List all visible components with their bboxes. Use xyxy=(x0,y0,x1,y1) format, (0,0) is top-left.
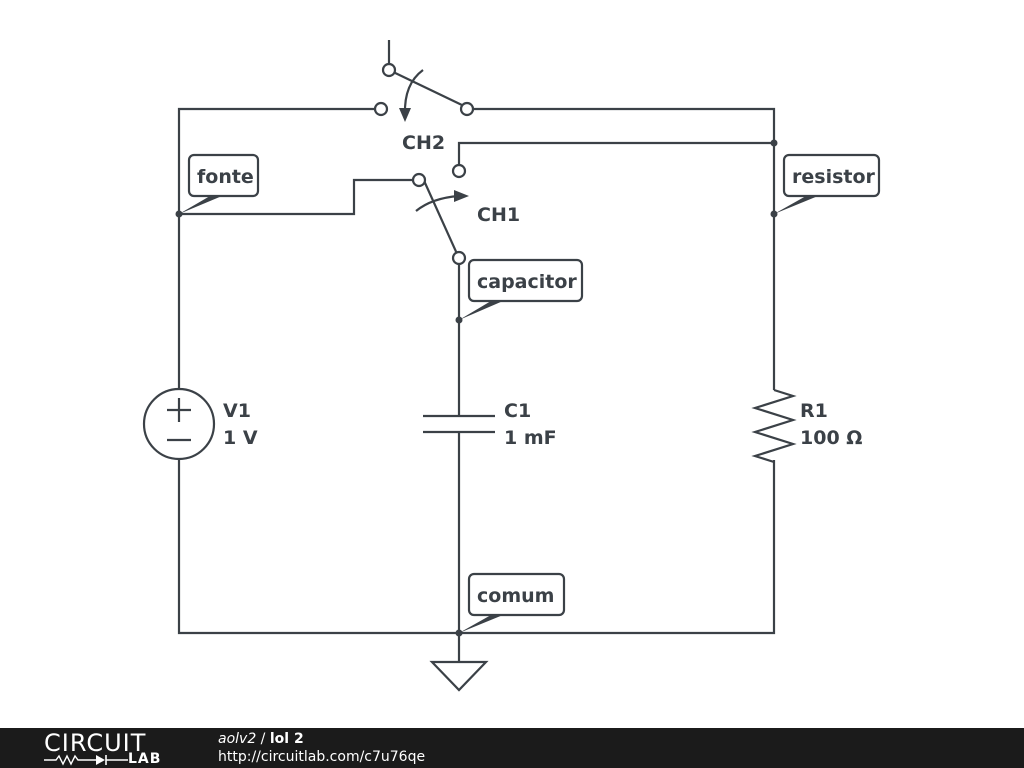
net-label-text: capacitor xyxy=(477,271,577,293)
tag-box xyxy=(187,153,260,198)
tag-pointer xyxy=(459,615,503,633)
ch1-terminal-common xyxy=(411,172,427,188)
circuit-url[interactable]: http://circuitlab.com/c7u76qe xyxy=(218,749,426,765)
net-label-comum: comum xyxy=(459,572,566,633)
author-name[interactable]: aolv2 xyxy=(218,731,257,747)
ch1-blade xyxy=(419,173,460,257)
wire-fonte-ch1 xyxy=(179,178,419,216)
circuit-meta: aolv2 / lol 2 http://circuitlab.com/c7u7… xyxy=(218,730,425,766)
ch1-arrow-icon xyxy=(454,190,469,202)
ch2-terminal-right xyxy=(459,101,475,117)
net-label-resistor: resistor xyxy=(774,153,881,214)
ch2-terminal-top xyxy=(381,62,397,78)
resistor-diode-icon xyxy=(44,754,128,766)
tag-pointer xyxy=(774,196,818,214)
r1-name: R1 xyxy=(800,400,828,422)
r1-value: 100 Ω xyxy=(800,427,862,449)
net-label-text: resistor xyxy=(792,166,876,188)
logo-circuit-text: CIRCUIT xyxy=(44,729,147,757)
ch2-terminal-left xyxy=(373,101,389,117)
net-label-fonte: fonte xyxy=(179,153,260,214)
wires xyxy=(177,40,776,662)
wire-ch1-upper-contact xyxy=(457,141,774,165)
ch2-name: CH2 xyxy=(402,132,445,154)
tag-pointer xyxy=(459,301,503,320)
c1-value: 1 mF xyxy=(504,427,557,449)
path-separator: / xyxy=(256,731,270,747)
wire-ch2-right xyxy=(468,107,776,390)
circuit-title[interactable]: lol 2 xyxy=(269,731,304,747)
circuit-schematic: CH2 CH1 V1 1 V C1 1 mF R1 100 Ω xyxy=(142,40,881,692)
net-label-capacitor: capacitor xyxy=(459,258,584,320)
voltage-source-v1: V1 1 V xyxy=(142,387,258,461)
ground-icon xyxy=(429,660,489,692)
r1-zigzag xyxy=(751,388,797,464)
v1-name: V1 xyxy=(223,400,251,422)
ch1-terminal-upper xyxy=(451,163,467,179)
v1-value: 1 V xyxy=(223,427,258,449)
net-label-text: comum xyxy=(477,585,554,607)
tag-pointer xyxy=(179,196,222,214)
v1-body xyxy=(142,387,216,461)
resistor-r1: R1 100 Ω xyxy=(751,388,862,464)
tag-box xyxy=(467,258,584,303)
switch-ch1: CH1 xyxy=(411,163,520,266)
ch2-arrow-icon xyxy=(399,108,411,122)
net-label-text: fonte xyxy=(197,166,254,188)
wire-bottom-rail xyxy=(177,458,776,635)
switch-ch2: CH2 xyxy=(373,62,475,154)
ch2-action-arc xyxy=(403,69,424,115)
circuitlab-logo[interactable]: CIRCUIT LAB xyxy=(44,730,194,766)
ch2-blade xyxy=(388,69,465,107)
ch1-name: CH1 xyxy=(477,204,520,226)
wire-ch2-left xyxy=(177,107,376,388)
logo-lab-text: LAB xyxy=(128,751,162,767)
footer-bar: CIRCUIT LAB aolv2 / lol 2 http://circuit… xyxy=(0,728,1024,768)
junction-top-right xyxy=(770,139,778,147)
ch1-terminal-lower xyxy=(451,250,467,266)
tag-box xyxy=(467,572,566,617)
c1-name: C1 xyxy=(504,400,531,422)
capacitor-c1: C1 1 mF xyxy=(423,400,557,449)
tag-box xyxy=(782,153,881,198)
